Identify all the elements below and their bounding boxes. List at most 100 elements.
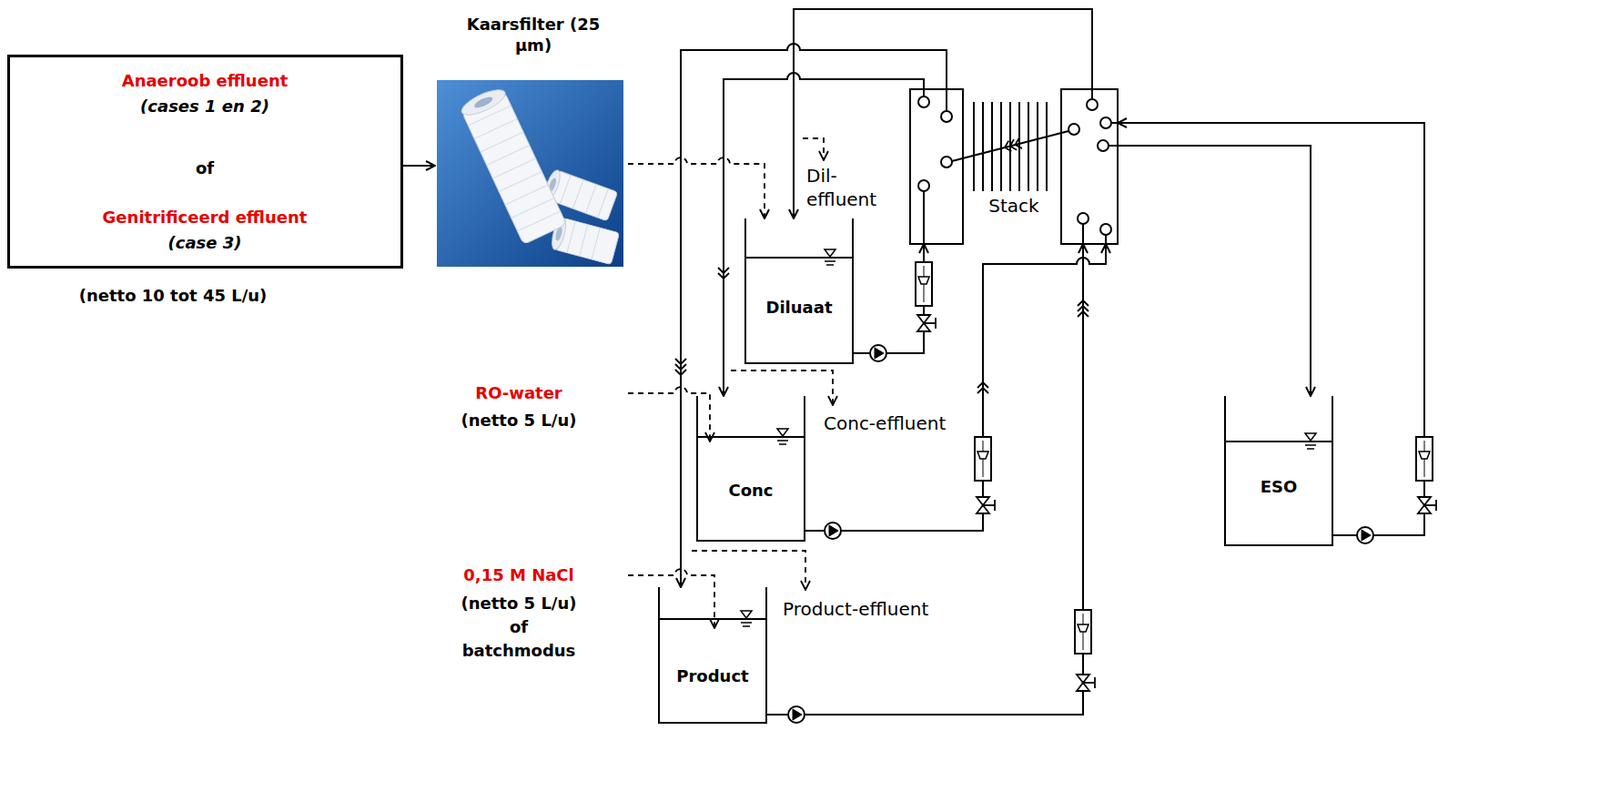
effluent-label: Dil- effluent	[806, 163, 891, 212]
source-conjunction: of	[195, 157, 214, 179]
tank-label: ESO	[1260, 475, 1298, 497]
stack: Stack	[910, 89, 1118, 244]
dashed-flow-part	[730, 370, 833, 406]
flow-chevron-part	[718, 267, 730, 274]
pipe-line	[793, 9, 1093, 219]
filter-photo-part-part	[492, 158, 536, 179]
valve-symbol-part	[1093, 677, 1096, 689]
flow-chevron-part	[675, 364, 687, 370]
liquid-level-part	[826, 263, 834, 266]
filter-photo-part-part	[498, 172, 542, 193]
valve-symbol-part	[993, 499, 996, 511]
pump-symbol-part	[829, 525, 839, 537]
effluent-label: Conc-effluent	[823, 411, 946, 436]
stack-drawing	[910, 89, 1118, 244]
filter-photo-part-part	[559, 174, 571, 204]
effluent-label: Product-effluent	[782, 597, 929, 621]
liquid-level	[659, 249, 1332, 627]
stack-drawing-part	[991, 101, 993, 192]
flow-rate: (netto 5 L/u)	[461, 409, 578, 431]
liquid-level-part	[824, 249, 836, 257]
source-title: Genitrificeerd effluent	[102, 206, 308, 228]
liquid-level-part	[742, 625, 750, 628]
stack-drawing-part	[1100, 223, 1112, 235]
stack-drawing-part	[1111, 121, 1118, 124]
feed-label: 0,15 M NaCl	[463, 564, 574, 586]
feed-label: RO-water	[475, 382, 562, 404]
stack-label: Stack	[988, 193, 1039, 218]
filter-photo-part-part	[474, 119, 517, 140]
stack-drawing-part	[1036, 101, 1039, 192]
liquid-level-part	[777, 439, 789, 442]
stack-drawing-part	[941, 111, 952, 122]
flow-chevron-part	[675, 358, 687, 365]
pipe-line	[403, 164, 436, 167]
valve-symbol-part	[976, 505, 990, 514]
pump-symbol-part	[1356, 526, 1374, 544]
filter-photo-part-part	[473, 94, 495, 111]
liquid-level-part	[1306, 447, 1315, 450]
liquid-level-part	[1305, 444, 1317, 446]
tank: Diluaat	[744, 218, 854, 365]
liquid-level-part	[746, 256, 852, 259]
stack-drawing-part	[951, 131, 1069, 162]
dashed-flow-line	[627, 157, 765, 219]
filter-photo-part-part	[586, 183, 598, 213]
feed-conjunction: of	[509, 616, 528, 638]
tank-label: Diluaat	[766, 296, 833, 318]
valve-symbol-part	[1076, 682, 1090, 691]
pipe-line	[1117, 122, 1425, 536]
stack-drawing-part	[1086, 99, 1098, 111]
filter-photo-part-part	[480, 131, 524, 152]
stack-drawing-part	[1068, 123, 1080, 135]
flow-chevron-part	[675, 369, 687, 375]
stack-drawing-part	[1100, 117, 1112, 129]
flow-meter	[915, 262, 1433, 654]
tank-label: Conc	[728, 479, 773, 501]
source-box: Anaeroob effluent (cases 1 en 2) ofGenitri…	[7, 54, 404, 269]
pipe-line	[680, 43, 947, 588]
liquid-level-part	[740, 621, 752, 624]
stack-drawing-part	[1045, 101, 1048, 192]
source-title: Anaeroob effluent	[121, 70, 289, 92]
stack-drawing-part	[1097, 140, 1109, 152]
candle-filter: Kaarsfilter (25 µm)	[435, 13, 628, 267]
valve-symbol-part	[923, 322, 936, 325]
stack-drawing-part	[910, 89, 963, 244]
valve-symbol-part	[934, 317, 937, 329]
dashed-flow	[627, 138, 833, 628]
liquid-level-part	[1305, 433, 1317, 441]
source-note: (case 3)	[168, 232, 243, 254]
source-note: (cases 1 en 2)	[140, 95, 270, 117]
stack-drawing-part	[1082, 223, 1084, 244]
pipe-line	[723, 72, 924, 396]
filter-photo-part-part	[567, 221, 576, 254]
flow-meter-part	[974, 436, 992, 481]
stack-drawing-part	[1108, 144, 1118, 147]
dashed-flow-part	[627, 568, 715, 628]
flow-chevron-part	[977, 387, 989, 394]
tank: Conc	[696, 395, 806, 542]
filter-heading: Kaarsfilter (25 µm)	[465, 13, 602, 57]
filter-photo-part-part	[462, 92, 568, 245]
liquid-level-part	[740, 610, 752, 618]
tank-label: Product	[676, 665, 749, 687]
stack-drawing-part	[945, 89, 948, 112]
stack-drawing-part	[1027, 101, 1030, 192]
filter-photo	[436, 80, 624, 267]
filter-photo-part-part	[505, 184, 548, 205]
flow-meter-part	[915, 262, 932, 306]
pump-symbol-part	[870, 344, 887, 362]
tank: Product	[658, 587, 768, 724]
stack-drawing-part	[982, 101, 984, 192]
pump-symbol-part	[788, 706, 805, 723]
stack-drawing-part	[1091, 89, 1094, 100]
valve-symbol-part	[1424, 504, 1437, 507]
pump-symbol	[788, 344, 1374, 723]
flow-meter-part	[977, 451, 989, 459]
valve-symbol-part	[1435, 499, 1438, 511]
filter-photo-part-part	[486, 145, 530, 166]
filter-photo-part	[436, 80, 624, 267]
stack-drawing-part-part	[1013, 138, 1023, 151]
